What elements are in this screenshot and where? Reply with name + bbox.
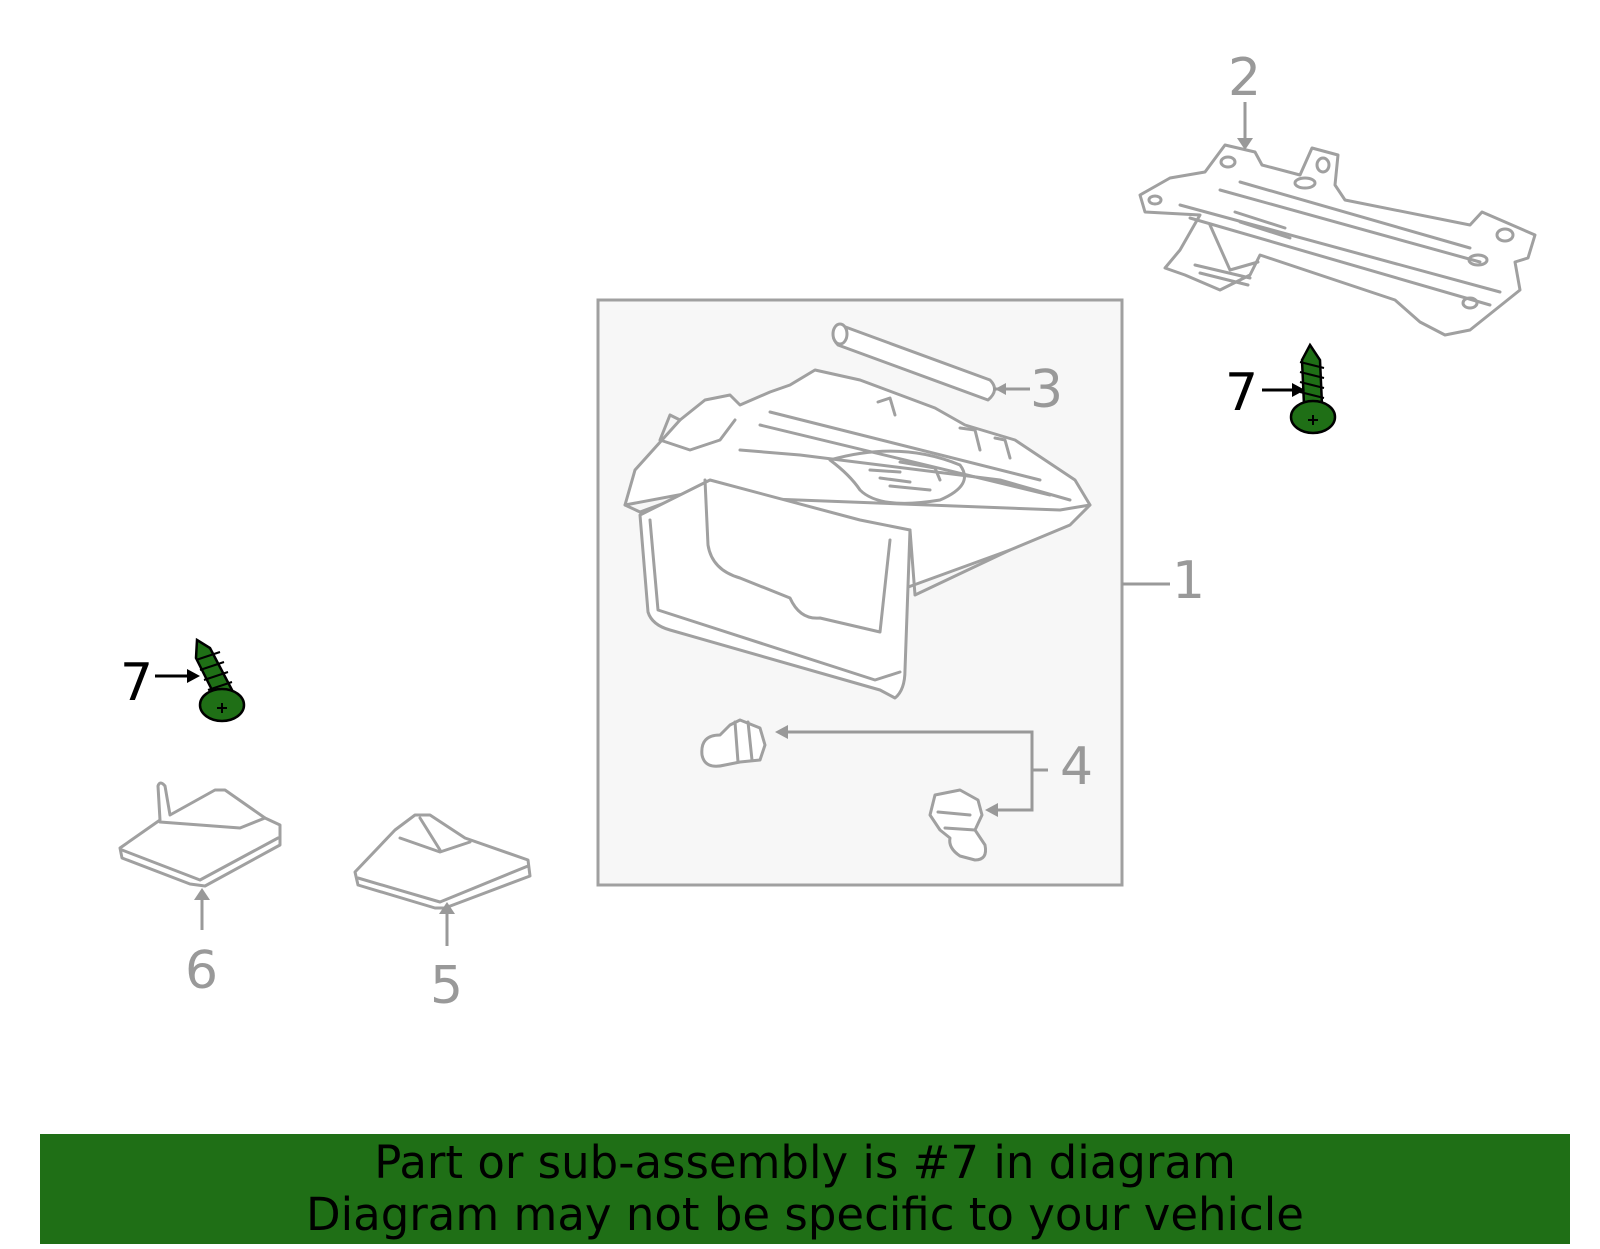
callout-7-right: 7 <box>1225 363 1258 423</box>
banner-line-2: Diagram may not be specific to your vehi… <box>306 1188 1304 1241</box>
info-banner: Part or sub-assembly is #7 in diagram Di… <box>40 1134 1570 1244</box>
part-6-lens[interactable] <box>118 781 282 888</box>
part-3-rod[interactable] <box>831 322 996 402</box>
part-4-clips[interactable] <box>700 718 987 862</box>
callout-1: 1 <box>1172 551 1205 611</box>
part-2-bracket[interactable] <box>1138 143 1537 337</box>
callout-2: 2 <box>1228 48 1261 108</box>
arrowhead-4a <box>775 725 788 739</box>
arrowhead-4b <box>985 803 998 817</box>
callout-3: 3 <box>1030 360 1063 420</box>
banner-line-1: Part or sub-assembly is #7 in diagram <box>374 1136 1236 1189</box>
part-7-screw-right[interactable] <box>1289 342 1337 435</box>
callout-4: 4 <box>1060 737 1093 797</box>
arrowhead-3 <box>995 383 1006 395</box>
part-1-console[interactable] <box>623 368 1092 700</box>
callout-5: 5 <box>430 956 463 1016</box>
callout-7-left: 7 <box>120 653 153 713</box>
arrowhead-6 <box>194 888 210 900</box>
arrowhead-7-right <box>1292 383 1305 397</box>
part-7-screw-left[interactable] <box>194 637 246 723</box>
arrowhead-7-left <box>187 669 200 683</box>
arrowhead-2 <box>1237 138 1253 150</box>
arrowhead-5 <box>439 902 455 914</box>
part-5-lens[interactable] <box>353 813 532 910</box>
callout-6: 6 <box>185 941 218 1001</box>
